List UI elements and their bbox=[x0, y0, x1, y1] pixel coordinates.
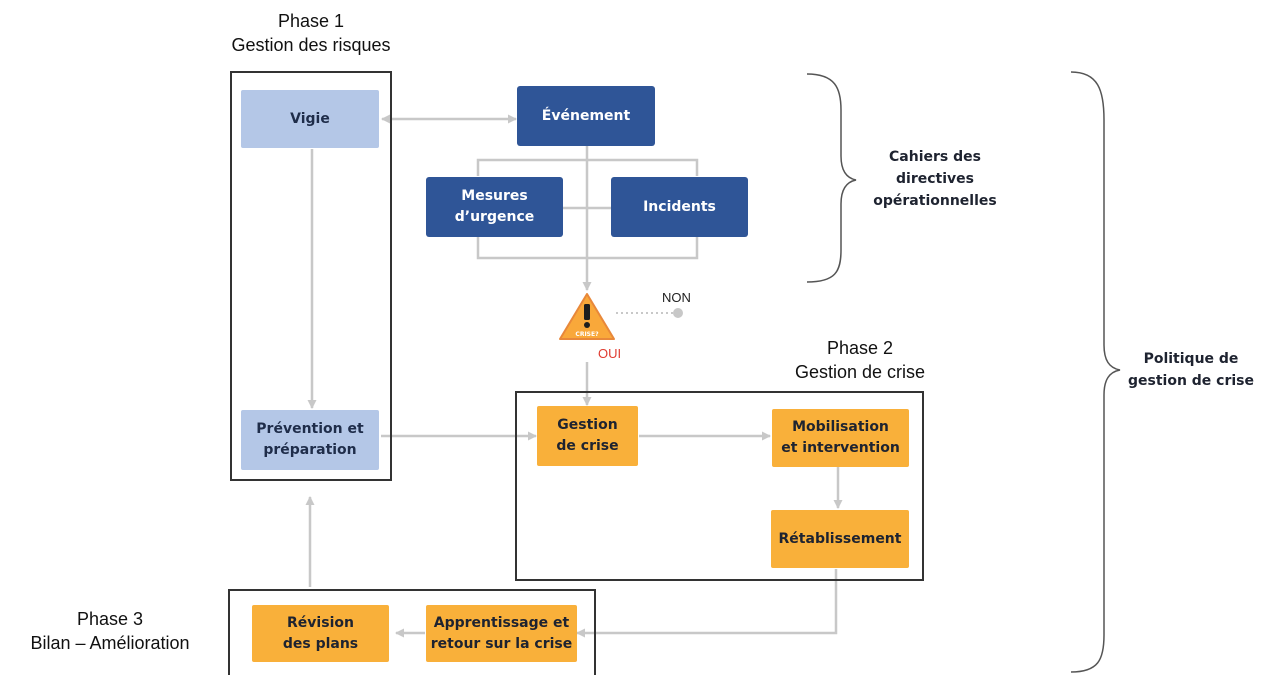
incidents-box: Incidents bbox=[611, 177, 748, 237]
vigie-box: Vigie bbox=[241, 90, 379, 148]
apprentissage-box: Apprentissage et retour sur la crise bbox=[426, 605, 577, 662]
cahiers-label: Cahiers des directives opérationnelles bbox=[873, 149, 997, 209]
prevention-box: Prévention et préparation bbox=[241, 410, 379, 470]
retablissement-box: Rétablissement bbox=[771, 510, 909, 568]
phase2-frame bbox=[515, 391, 924, 581]
phase1-frame bbox=[230, 71, 392, 481]
non-label: NON bbox=[662, 290, 691, 305]
gestion-crise-box: Gestion de crise bbox=[537, 406, 638, 466]
oui-label: OUI bbox=[598, 346, 622, 361]
mobilisation-box: Mobilisation et intervention bbox=[772, 409, 909, 467]
mesures-urgence-box: Mesures d’urgence bbox=[426, 177, 563, 237]
retablissement-apprentissage-connector bbox=[576, 569, 838, 638]
non-endpoint bbox=[673, 308, 683, 318]
politique-label: Politique de gestion de crise bbox=[1127, 351, 1255, 389]
cahiers-brace bbox=[806, 73, 857, 283]
crisis-icon-text: CRISE? bbox=[575, 331, 599, 338]
phase2-title: Phase 2 Gestion de crise bbox=[794, 338, 926, 382]
politique-brace bbox=[1070, 71, 1121, 673]
phase3-title: Phase 3 Bilan – Amélioration bbox=[30, 609, 190, 653]
phase3-frame bbox=[228, 589, 596, 675]
warning-triangle-icon: CRISE? bbox=[558, 292, 616, 347]
phase1-title: Phase 1 Gestion des risques bbox=[231, 11, 391, 55]
evenement-box: Événement bbox=[517, 86, 655, 146]
revision-box: Révision des plans bbox=[252, 605, 389, 662]
